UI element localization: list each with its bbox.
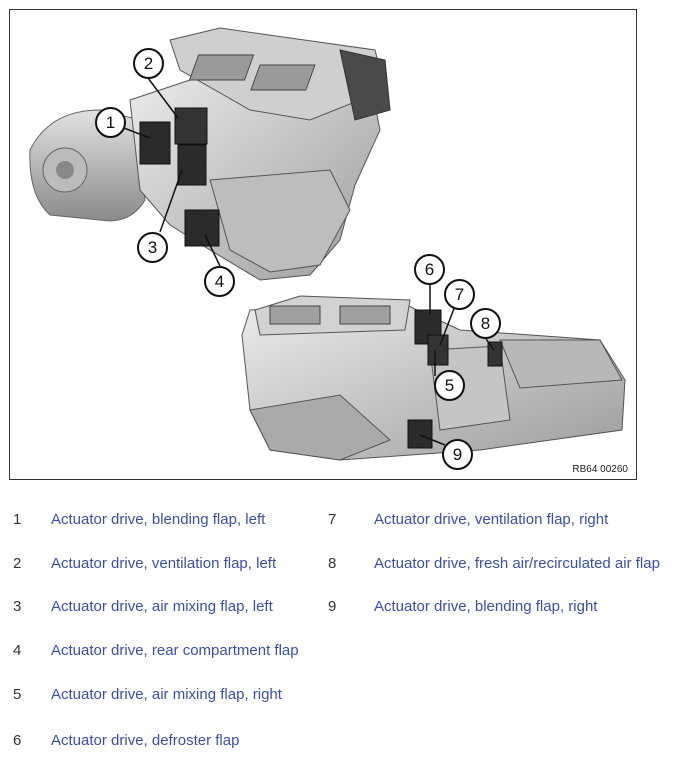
legend-text-5: Actuator drive, air mixing flap, right (51, 686, 282, 703)
legend-number-1: 1 (13, 511, 22, 528)
callout-8: 8 (470, 308, 501, 339)
callout-6: 6 (414, 254, 445, 285)
legend-number-6: 6 (13, 732, 22, 749)
hvac-unit-illustration (29, 27, 626, 461)
callout-3: 3 (137, 232, 168, 263)
callout-2: 2 (133, 48, 164, 79)
hvac-unit-left-view (29, 27, 391, 281)
legend-number-3: 3 (13, 598, 22, 615)
legend-text-9: Actuator drive, blending flap, right (374, 598, 598, 615)
legend-number-4: 4 (13, 642, 22, 659)
legend-text-1: Actuator drive, blending flap, left (51, 511, 266, 528)
legend-text-3: Actuator drive, air mixing flap, left (51, 598, 273, 615)
legend-text-6: Actuator drive, defroster flap (51, 732, 240, 749)
diagram-figure: 1 2 3 4 5 6 7 8 9 RB64 00260 (9, 9, 637, 480)
legend-number-8: 8 (328, 555, 337, 572)
callout-5: 5 (434, 370, 465, 401)
legend-text-2: Actuator drive, ventilation flap, left (51, 555, 277, 572)
legend-text-4: Actuator drive, rear compartment flap (51, 642, 299, 659)
callout-7: 7 (444, 279, 475, 310)
legend-text-8: Actuator drive, fresh air/recirculated a… (374, 555, 660, 572)
callout-9: 9 (442, 439, 473, 470)
legend-number-2: 2 (13, 555, 22, 572)
legend-number-5: 5 (13, 686, 22, 703)
callout-1: 1 (95, 107, 126, 138)
legend-number-9: 9 (328, 598, 337, 615)
legend-text-7: Actuator drive, ventilation flap, right (374, 511, 609, 528)
callout-4: 4 (204, 266, 235, 297)
figure-id-label: RB64 00260 (572, 464, 628, 475)
hvac-unit-right-view (241, 295, 626, 461)
legend-number-7: 7 (328, 511, 337, 528)
